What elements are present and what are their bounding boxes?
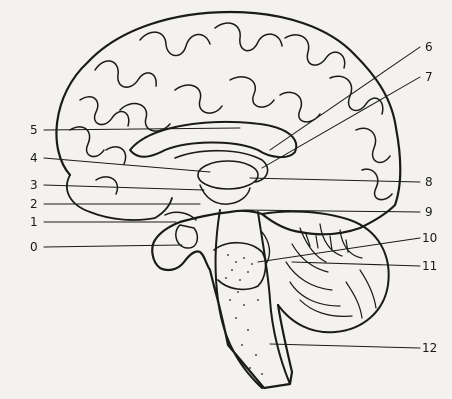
brainstem bbox=[216, 210, 290, 388]
leader-line-7 bbox=[262, 77, 420, 168]
leader-line-8 bbox=[250, 178, 420, 182]
label-8: 8 bbox=[425, 175, 433, 189]
leader-line-9 bbox=[244, 210, 420, 212]
label-10: 10 bbox=[422, 231, 437, 245]
label-12: 12 bbox=[422, 341, 437, 355]
corpus-callosum bbox=[130, 122, 296, 157]
label-4: 4 bbox=[30, 151, 38, 165]
label-6: 6 bbox=[425, 40, 433, 54]
label-11: 11 bbox=[422, 259, 437, 273]
label-1: 1 bbox=[30, 215, 38, 229]
leader-line-0 bbox=[44, 245, 182, 247]
leader-line-12 bbox=[270, 344, 420, 348]
leader-line-3 bbox=[44, 185, 204, 190]
label-0: 0 bbox=[30, 240, 38, 254]
cortex-gyri bbox=[70, 23, 392, 200]
leader-lines bbox=[44, 47, 420, 348]
thalamus bbox=[198, 161, 258, 189]
label-5: 5 bbox=[30, 123, 38, 137]
label-7: 7 bbox=[425, 70, 433, 84]
leader-line-10 bbox=[258, 238, 420, 262]
label-3: 3 bbox=[30, 178, 38, 192]
brainstem-stipple bbox=[225, 254, 263, 375]
fornix bbox=[175, 151, 268, 182]
leader-line-4 bbox=[44, 158, 210, 172]
label-2: 2 bbox=[30, 197, 38, 211]
cerebrum-outline bbox=[56, 12, 400, 388]
temporal-lobe-outline bbox=[67, 175, 172, 220]
pons bbox=[214, 243, 265, 290]
cerebellum-folia bbox=[286, 224, 376, 318]
label-9: 9 bbox=[425, 205, 433, 219]
